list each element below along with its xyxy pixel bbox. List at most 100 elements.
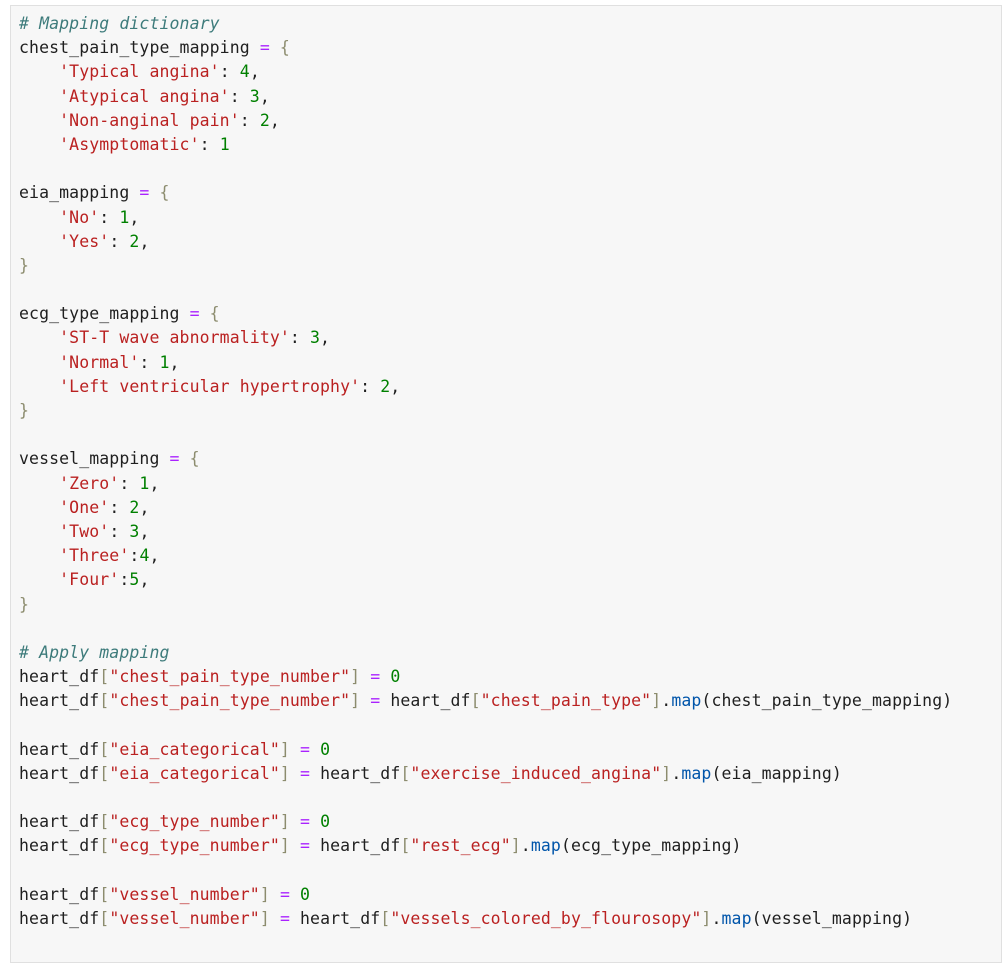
bracket-token: {	[279, 38, 290, 58]
string-token: 'Asymptomatic'	[59, 134, 200, 154]
comment-token: # Apply mapping	[19, 642, 170, 662]
code-line: heart_df["chest_pain_type_number"] = 0	[19, 665, 952, 689]
number-token: 3	[129, 521, 140, 541]
punctuation-token: ,	[390, 376, 401, 396]
identifier-token	[19, 328, 59, 347]
identifier-token	[290, 885, 300, 904]
bracket-token: [	[470, 691, 481, 711]
identifier-token: heart_df	[19, 812, 100, 832]
string-token: 'No'	[59, 207, 100, 227]
code-line: # Apply mapping	[19, 641, 952, 665]
code-line: ecg_type_mapping = {	[19, 302, 952, 326]
punctuation-token: :	[119, 473, 140, 493]
identifier-token	[360, 667, 370, 686]
string-token: "vessel_number"	[109, 908, 260, 928]
punctuation-token: ,	[149, 473, 160, 493]
function-token: map	[681, 763, 712, 783]
identifier-token	[19, 353, 59, 372]
identifier-token	[19, 474, 59, 493]
code-line: vessel_mapping = {	[19, 447, 952, 471]
operator-token: =	[279, 884, 290, 904]
identifier-token	[380, 667, 390, 686]
code-line: }	[19, 593, 952, 617]
bracket-token: ]	[259, 908, 270, 928]
punctuation-token: (eia_mapping)	[711, 763, 842, 783]
number-token: 5	[129, 570, 140, 590]
bracket-token: ]	[350, 691, 361, 711]
bracket-token: [	[400, 836, 411, 856]
code-line: chest_pain_type_mapping = {	[19, 36, 952, 60]
string-token: "eia_categorical"	[109, 763, 280, 783]
code-line: }	[19, 254, 952, 278]
punctuation-token: (vessel_mapping)	[751, 908, 913, 928]
punctuation-token: :	[360, 376, 381, 396]
number-token: 4	[239, 62, 250, 82]
punctuation-token: :	[109, 497, 130, 517]
code-line: 'Left ventricular hypertrophy': 2,	[19, 375, 952, 399]
code-line: 'Four':5,	[19, 568, 952, 592]
operator-token: =	[189, 304, 200, 324]
code-line: 'Atypical angina': 3,	[19, 85, 952, 109]
code-line: ​	[19, 278, 952, 302]
punctuation-token: ,	[249, 62, 260, 82]
identifier-token: heart_df	[19, 908, 100, 928]
operator-token: =	[370, 691, 381, 711]
punctuation-token: .	[671, 763, 682, 783]
identifier-token	[19, 377, 59, 396]
number-token: 3	[249, 86, 260, 106]
identifier-token: vessel_mapping	[19, 449, 170, 469]
punctuation-token: :	[139, 352, 160, 372]
bracket-token: ]	[279, 812, 290, 832]
bracket-token: [	[99, 812, 110, 832]
identifier-token: heart_df	[19, 836, 100, 856]
number-token: 1	[159, 352, 170, 372]
code-line: 'ST-T wave abnormality': 3,	[19, 326, 952, 350]
identifier-token	[149, 183, 159, 202]
identifier-token: heart_df	[19, 691, 100, 711]
number-token: 1	[219, 134, 230, 154]
identifier-token: heart_df	[19, 763, 100, 783]
identifier-token: heart_df	[310, 836, 401, 856]
code-line: 'Asymptomatic': 1	[19, 133, 952, 157]
punctuation-token: ,	[169, 352, 180, 372]
punctuation-token: .	[520, 836, 531, 856]
identifier-token	[180, 449, 190, 468]
string-token: "chest_pain_type_number"	[109, 691, 351, 711]
punctuation-token: ,	[269, 110, 280, 130]
identifier-token: heart_df	[310, 763, 401, 783]
bracket-token: {	[159, 183, 170, 203]
identifier-token: heart_df	[19, 667, 100, 687]
bracket-token: [	[99, 884, 110, 904]
bracket-token: [	[99, 739, 110, 759]
bracket-token: {	[209, 304, 220, 324]
code-line: ​	[19, 786, 952, 810]
string-token: 'Four'	[59, 570, 120, 590]
punctuation-token: :	[239, 110, 260, 130]
identifier-token	[200, 304, 210, 323]
punctuation-token: (ecg_type_mapping)	[560, 836, 742, 856]
code-line: heart_df["eia_categorical"] = heart_df["…	[19, 762, 952, 786]
punctuation-token: :	[199, 134, 220, 154]
number-token: 0	[320, 812, 331, 832]
bracket-token: ]	[661, 763, 672, 783]
bracket-token: ]	[259, 884, 270, 904]
number-token: 3	[310, 328, 321, 348]
operator-token: =	[370, 667, 381, 687]
function-token: map	[671, 691, 702, 711]
operator-token: =	[300, 836, 311, 856]
code-line: }	[19, 399, 952, 423]
string-token: 'ST-T wave abnormality'	[59, 328, 290, 348]
punctuation-token: ,	[259, 86, 270, 106]
punctuation-token: :	[219, 62, 240, 82]
bracket-token: [	[99, 836, 110, 856]
string-token: "ecg_type_number"	[109, 836, 280, 856]
bracket-token: ]	[279, 836, 290, 856]
bracket-token: }	[19, 255, 30, 275]
punctuation-token: :	[129, 546, 140, 566]
identifier-token: ecg_type_mapping	[19, 304, 190, 324]
bracket-token: [	[380, 908, 391, 928]
bracket-token: [	[99, 667, 110, 687]
punctuation-token: :	[289, 328, 310, 348]
